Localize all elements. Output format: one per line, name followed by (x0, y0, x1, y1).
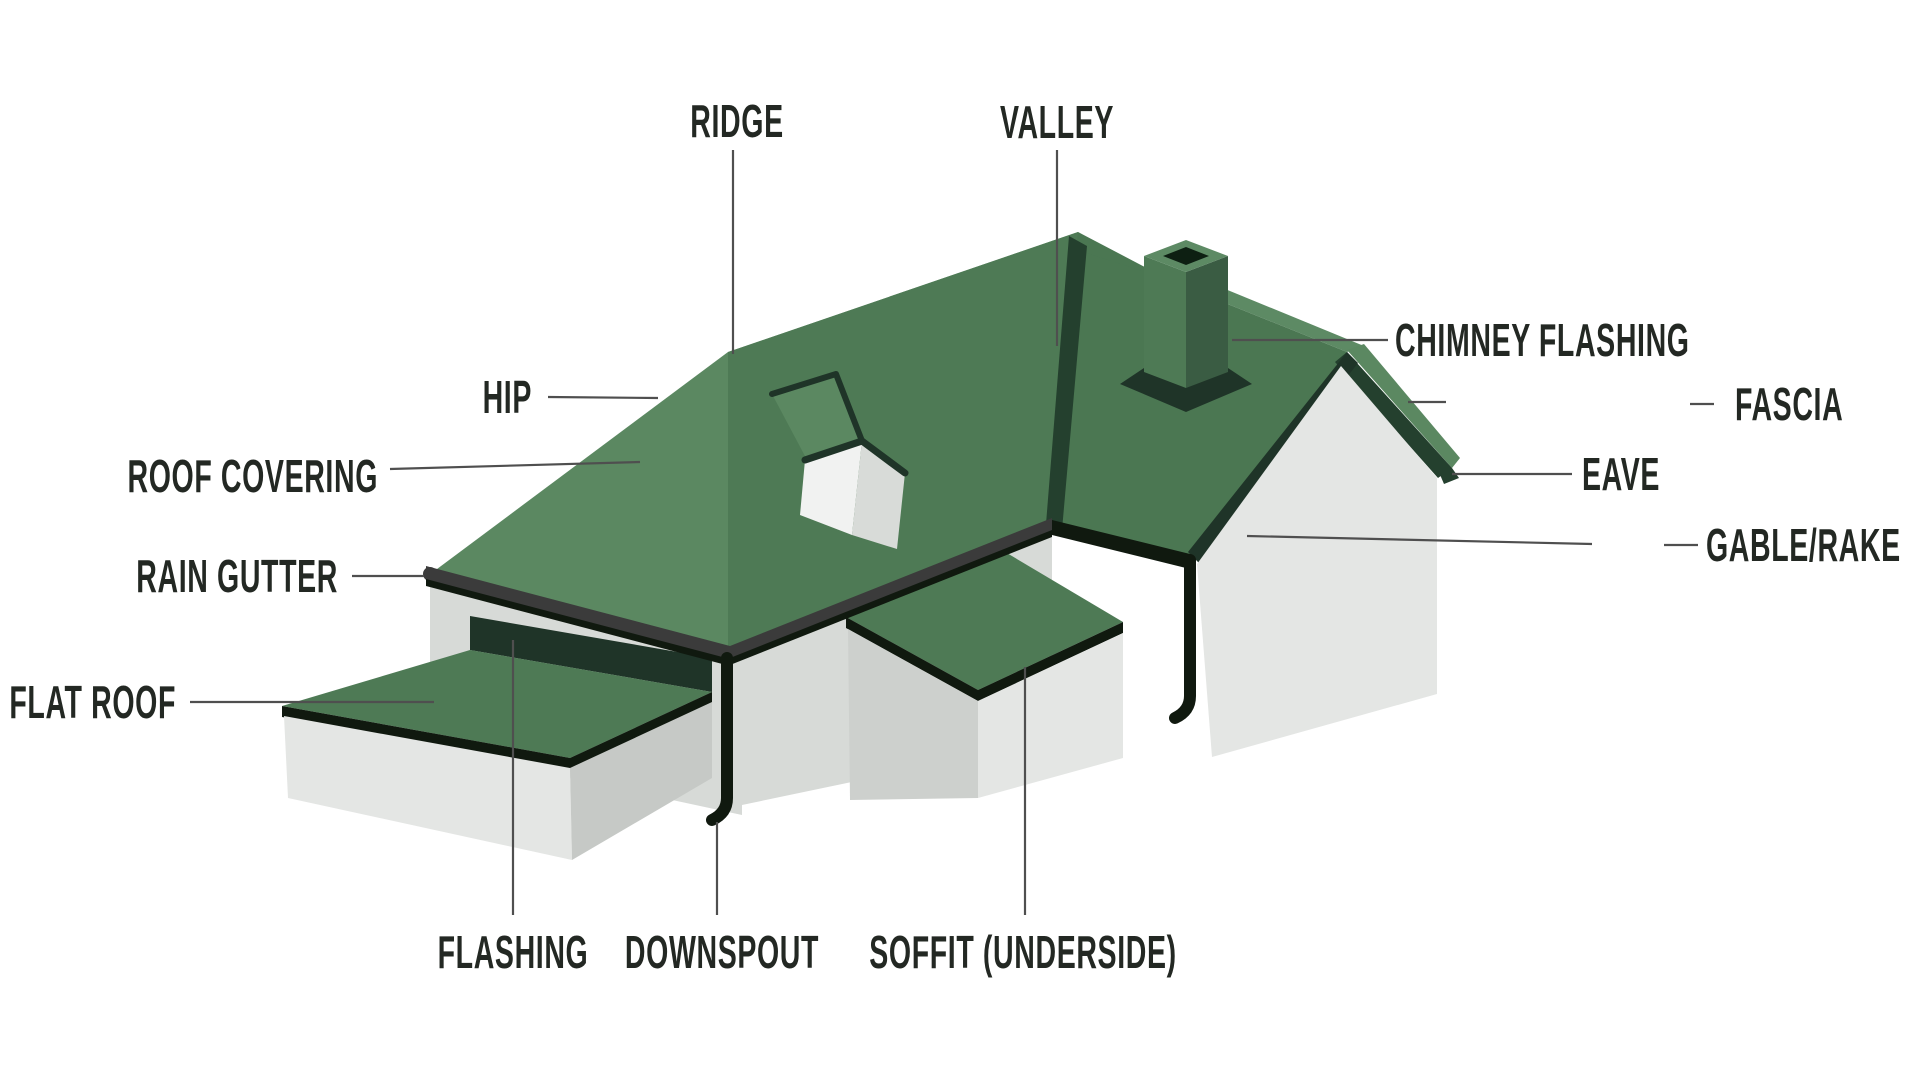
chimney-front-face (1144, 256, 1186, 388)
valley-line (1046, 236, 1087, 530)
dormer-gable-trim (801, 437, 909, 477)
gable-far-roof-sliver (1347, 344, 1460, 468)
flat-roof-surface (282, 650, 712, 758)
chimney-side-face (1186, 256, 1228, 388)
label-roof-covering: ROOF COVERING (0, 453, 378, 499)
gable-end-wall (1197, 366, 1437, 757)
porch-soffit-edge-right (978, 622, 1123, 701)
label-soffit: SOFFIT (UNDERSIDE) (775, 929, 1271, 975)
gutter-front-left-lip (426, 579, 730, 666)
flat-roof-front-edge (282, 706, 570, 769)
label-soffit-text: SOFFIT (UNDERSIDE) (869, 926, 1177, 978)
label-rain-gutter-text: RAIN GUTTER (136, 550, 338, 602)
label-eave: EAVE (1582, 451, 1708, 497)
chimney-flashing-skirt (1120, 368, 1252, 412)
gutter-front-right-lip (730, 530, 1052, 665)
flat-roof-flashing-parapet (470, 616, 712, 692)
flat-roof-right-edge (570, 692, 712, 769)
flat-roof-wing-side-wall (570, 702, 712, 860)
label-flat-roof: FLAT ROOF (0, 679, 176, 725)
label-chimney-flashing-text: CHIMNEY FLASHING (1395, 314, 1690, 366)
label-fascia-text: FASCIA (1735, 378, 1844, 430)
label-flashing: FLASHING (391, 929, 634, 975)
label-downspout: DOWNSPOUT (565, 929, 878, 975)
label-roof-covering-text: ROOF COVERING (127, 450, 378, 502)
gutter-gable-eave (1052, 520, 1190, 569)
hip-roof-left-plane (433, 352, 728, 650)
label-ridge: RIDGE (662, 98, 813, 144)
dormer-face-left (800, 441, 862, 535)
downspout-right (1169, 554, 1196, 724)
porch-soffit-edge-left (846, 617, 978, 701)
label-gable-rake-text: GABLE/RAKE (1706, 519, 1901, 571)
label-rain-gutter: RAIN GUTTER (13, 553, 338, 599)
downspout-left (706, 652, 733, 826)
label-hip: HIP (452, 374, 532, 420)
hip-leader (547, 395, 659, 400)
label-valley-text: VALLEY (999, 96, 1115, 148)
flat-roof-wing-front-wall (284, 716, 572, 860)
leader-lines (190, 150, 1714, 915)
label-hip-text: HIP (482, 371, 532, 423)
porch-right-wall (978, 633, 1123, 798)
chimney-opening (1163, 247, 1209, 265)
fascia-rake-board (1335, 352, 1452, 478)
dormer-roof-plane (772, 374, 862, 458)
porch-block (846, 543, 1123, 800)
porch-roof-surface (846, 543, 1123, 690)
eave-corner (1438, 468, 1459, 484)
dormer-roof-trim (769, 371, 865, 444)
label-ridge-text: RIDGE (690, 95, 784, 147)
label-fascia: FASCIA (1735, 381, 1910, 427)
dormer (769, 371, 909, 549)
label-valley: VALLEY (965, 99, 1149, 145)
label-eave-text: EAVE (1582, 448, 1661, 500)
roof-covering-leader (389, 460, 641, 471)
label-downspout-text: DOWNSPOUT (624, 926, 820, 978)
label-chimney-flashing: CHIMNEY FLASHING (1395, 317, 1870, 363)
porch-left-wall (848, 629, 978, 800)
label-flashing-text: FLASHING (437, 926, 589, 978)
rain-gutter (423, 518, 1190, 666)
chimney (1120, 240, 1252, 412)
dormer-face-right (852, 441, 905, 549)
label-flat-roof-text: FLAT ROOF (9, 676, 176, 728)
label-gable-rake: GABLE/RAKE (1706, 522, 1920, 568)
gable-rake-leader (1246, 534, 1593, 546)
